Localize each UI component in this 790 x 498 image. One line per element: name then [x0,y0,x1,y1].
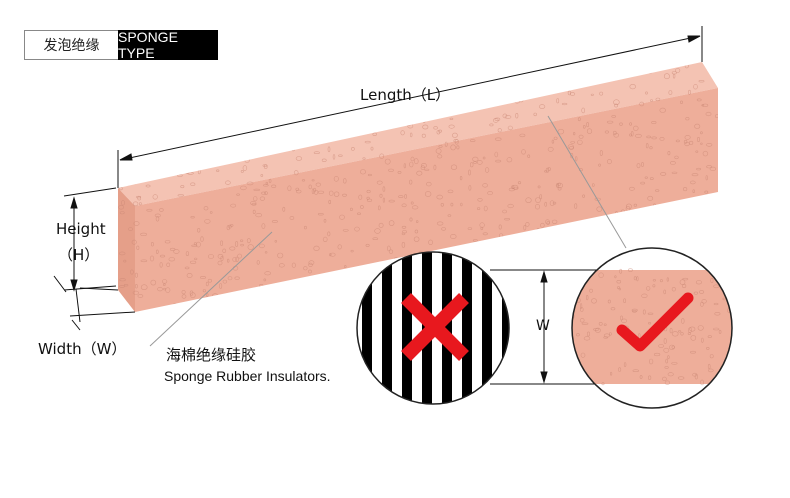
type-tag-en: SPONGE TYPE [118,29,218,61]
length-label: Length（L） [360,86,451,104]
wrong-example [356,251,510,405]
small-width-label: W [536,318,550,334]
length-dimension [117,26,703,188]
cross-icon [401,293,469,361]
width-dimension [69,287,136,331]
connector-band [490,269,600,385]
width-label: Width（W） [38,340,127,358]
caption-cn: 海棉绝缘硅胶 [166,346,257,364]
check-icon [616,292,694,352]
leader-lines [149,115,627,347]
right-example [571,247,733,409]
height-dimension [53,187,117,293]
sponge-front-face [135,88,718,312]
sponge-end-face [118,188,135,312]
caption-en: Sponge Rubber Insulators. [164,368,331,384]
type-tag-cn: 发泡绝缘 [24,30,118,60]
height-label: Height [56,220,106,238]
small-width-dimension [540,270,548,384]
height-symbol: （H） [58,246,100,264]
sponge-top-face [118,62,718,206]
